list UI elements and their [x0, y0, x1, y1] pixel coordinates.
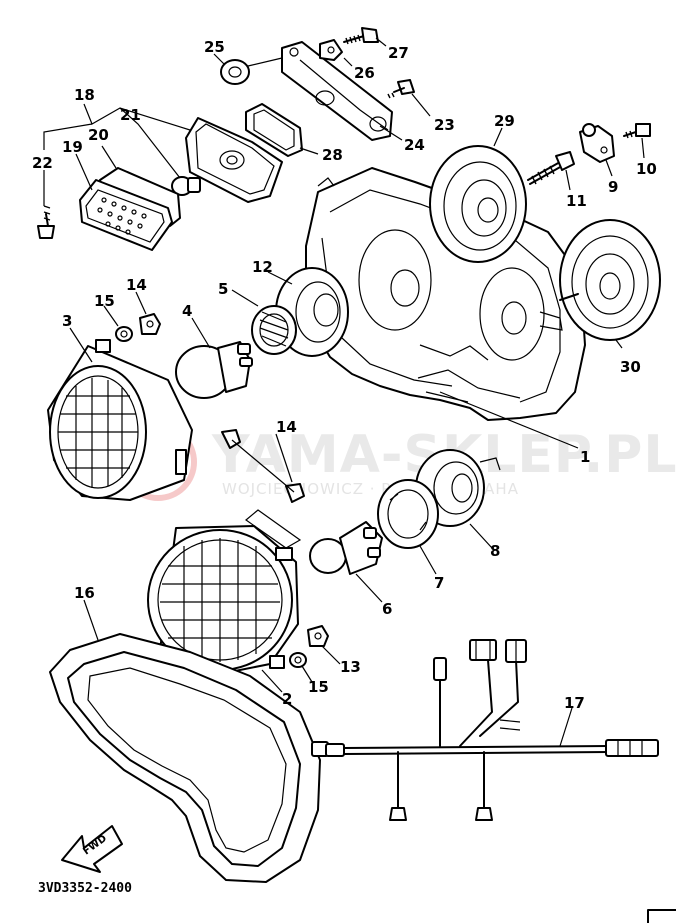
- part-6-bulb[interactable]: [309, 521, 383, 575]
- part-30-cover[interactable]: [559, 219, 661, 341]
- part-2-headlight[interactable]: [147, 509, 302, 677]
- callout-3: 3: [62, 312, 72, 330]
- callout-6: 6: [382, 600, 392, 618]
- part-11-bolt[interactable]: [527, 151, 575, 185]
- part-23-screw[interactable]: [387, 79, 415, 99]
- part-3-headlight[interactable]: [47, 339, 193, 501]
- part-18-socket[interactable]: [185, 117, 283, 203]
- callout-22: 22: [32, 154, 53, 172]
- callout-11: 11: [566, 192, 587, 210]
- part-14-nut-lower[interactable]: [221, 429, 305, 503]
- part-29-cover[interactable]: [429, 145, 527, 263]
- part-17-harness[interactable]: [311, 639, 659, 821]
- part-24-bracket[interactable]: [281, 41, 393, 141]
- callout-15-upper: 15: [94, 292, 115, 310]
- part-5-socket[interactable]: [251, 305, 297, 355]
- callout-23: 23: [434, 116, 455, 134]
- callouts: 25 27 26 18 21 23 29 20 19 24 28 22 9 10…: [32, 38, 657, 712]
- part-28-gasket[interactable]: [245, 103, 303, 157]
- callout-16: 16: [74, 584, 95, 602]
- part-9-switch[interactable]: [579, 123, 615, 163]
- part-10-screw[interactable]: [623, 123, 651, 139]
- part-26-nut[interactable]: [319, 39, 343, 61]
- callout-8: 8: [490, 542, 500, 560]
- diagram-code: 3VD3352-2400: [38, 881, 132, 896]
- callout-10: 10: [636, 160, 657, 178]
- callout-30: 30: [620, 358, 641, 376]
- part-7-ring[interactable]: [377, 479, 439, 549]
- callout-26: 26: [354, 64, 375, 82]
- callout-2: 2: [282, 690, 292, 708]
- callout-14-upper: 14: [126, 276, 147, 294]
- callout-27: 27: [388, 44, 409, 62]
- part-4-bulb[interactable]: [175, 341, 253, 399]
- part-16-bezel[interactable]: [49, 633, 321, 883]
- part-25-grommet[interactable]: [220, 59, 250, 85]
- callout-25: 25: [204, 38, 225, 56]
- part-14-nut-upper[interactable]: [139, 313, 161, 335]
- callout-24: 24: [404, 136, 425, 154]
- callout-28: 28: [322, 146, 343, 164]
- callout-4: 4: [182, 302, 192, 320]
- callout-12: 12: [252, 258, 273, 276]
- callout-15-lower: 15: [308, 678, 329, 696]
- callout-7: 7: [434, 574, 444, 592]
- callout-14-lower: 14: [276, 418, 297, 436]
- part-27-screw[interactable]: [343, 27, 379, 45]
- callout-20: 20: [88, 126, 109, 144]
- fwd-arrow-icon: FWD: [61, 825, 123, 873]
- part-19-lens[interactable]: [79, 179, 173, 251]
- callout-17: 17: [564, 694, 585, 712]
- part-22-screw[interactable]: [37, 205, 55, 239]
- part-15-washer-lower[interactable]: [289, 652, 307, 668]
- callout-13: 13: [340, 658, 361, 676]
- callout-29: 29: [494, 112, 515, 130]
- callout-5: 5: [218, 280, 228, 298]
- part-21-bulb[interactable]: [171, 176, 201, 196]
- part-13-nut[interactable]: [307, 625, 329, 647]
- leader-lines: [43, 37, 645, 747]
- callout-9: 9: [608, 178, 618, 196]
- corner-mark: [647, 909, 676, 923]
- callout-21: 21: [120, 106, 141, 124]
- callout-1: 1: [580, 448, 590, 466]
- callout-18: 18: [74, 86, 95, 104]
- part-15-washer-upper[interactable]: [115, 326, 133, 342]
- callout-19: 19: [62, 138, 83, 156]
